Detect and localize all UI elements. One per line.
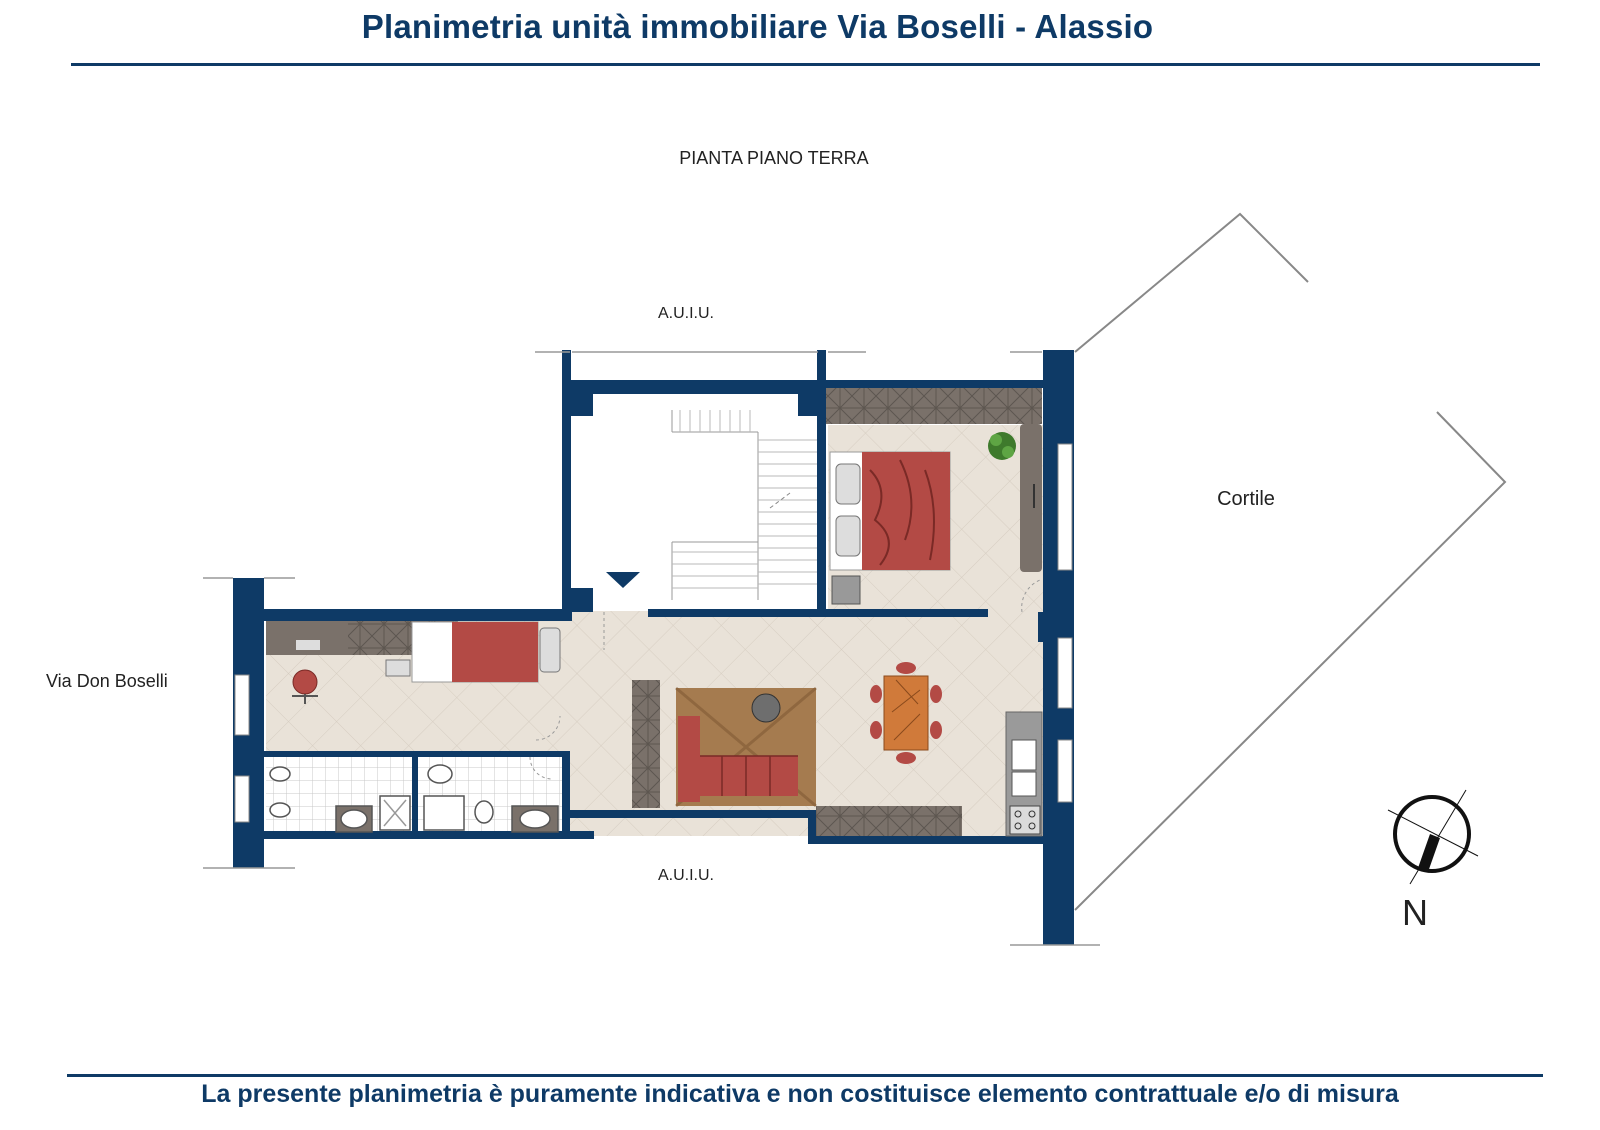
staircase <box>671 410 820 600</box>
disclaimer-text: La presente planimetria è puramente indi… <box>201 1080 1399 1108</box>
living-furniture <box>632 662 962 836</box>
bedroom-furniture <box>826 388 1042 605</box>
north-label: N <box>1402 892 1428 933</box>
extension-lines <box>203 351 1100 946</box>
door-swings <box>529 579 1041 780</box>
footer-rule <box>67 1074 1543 1077</box>
neighbor-label-bottom: A.U.I.U. <box>658 867 714 884</box>
street-label: Via Don Boselli <box>46 671 168 691</box>
neighbor-label-top: A.U.I.U. <box>658 305 714 322</box>
kitchen <box>1005 711 1043 837</box>
bathroom-fixtures <box>269 764 559 833</box>
page-title: Planimetria unità immobiliare Via Bosell… <box>361 8 1154 45</box>
entrance-arrow-icon <box>606 572 640 588</box>
study-furniture <box>266 621 561 704</box>
windows <box>234 443 1073 823</box>
floor-label: PIANTA PIANO TERRA <box>679 148 868 168</box>
courtyard-outline <box>1074 212 1507 911</box>
courtyard-label: Cortile <box>1217 488 1275 510</box>
north-arrow-icon <box>1387 789 1479 885</box>
title-rule <box>71 63 1540 66</box>
